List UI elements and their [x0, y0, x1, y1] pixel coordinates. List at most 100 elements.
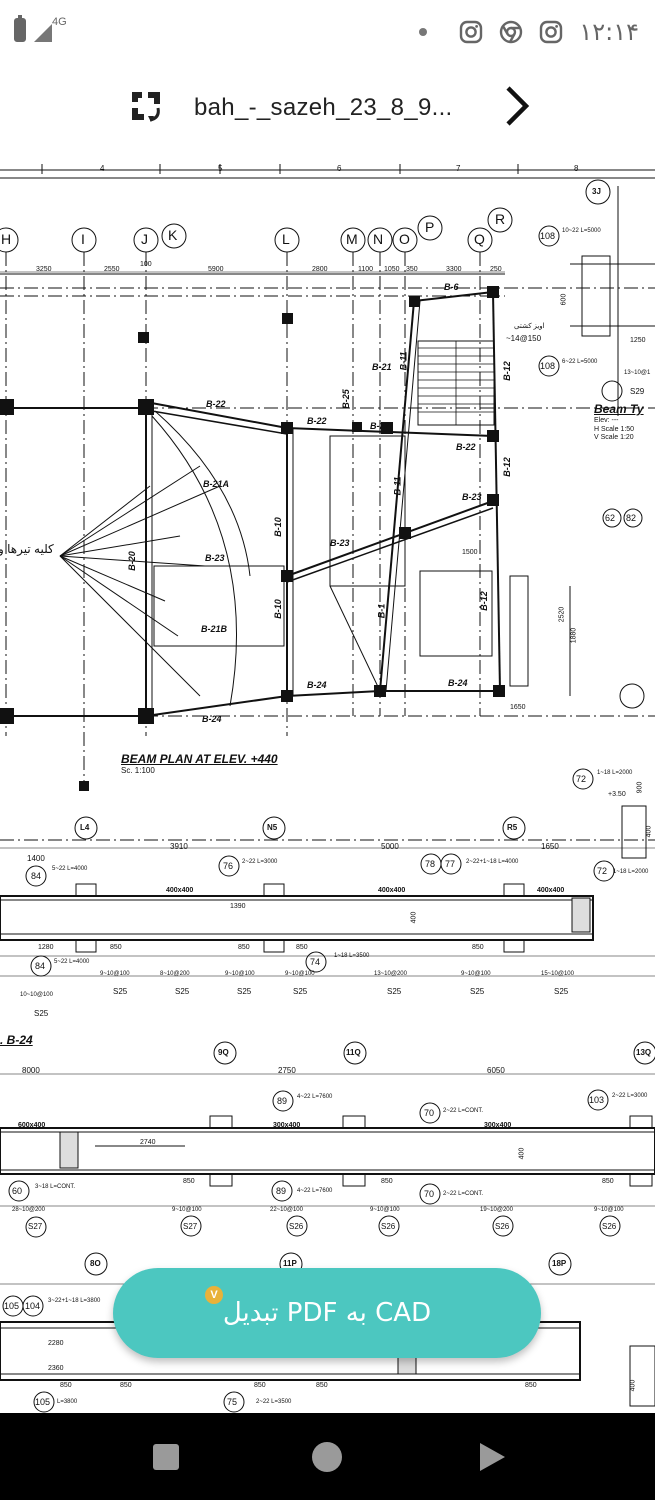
- stirrup-tag: S25: [387, 987, 402, 996]
- convert-icon[interactable]: [128, 88, 164, 124]
- axis-label: M: [346, 231, 358, 247]
- beam-type-title: Beam Ty: [594, 402, 644, 416]
- bar-mark: 104: [25, 1301, 41, 1311]
- beam-label: B-23: [205, 553, 225, 563]
- right-dim: 1880: [570, 627, 578, 644]
- stirrup-note: 15~10@100: [541, 971, 574, 977]
- stirrup-note: 13~10@200: [374, 971, 407, 977]
- bar-note: 2~22 L=CONT.: [443, 1108, 484, 1114]
- dimension-text: 350: [406, 266, 418, 273]
- bar-note: 4~22 L=7600: [297, 1188, 333, 1194]
- dimension-text: 2750: [278, 1066, 296, 1075]
- stirrup-tag: S25: [175, 987, 190, 996]
- stirrup-note: 22~10@100: [270, 1207, 303, 1213]
- dimension-text: 100: [140, 261, 152, 268]
- axis-label: R: [495, 211, 506, 227]
- dimension-text: 1100: [358, 266, 374, 273]
- beam-label: B-21B: [201, 624, 228, 634]
- detail-dim: 850: [120, 1382, 132, 1389]
- status-time: ۱۲:۱۴: [579, 18, 639, 46]
- beam-label: B-22: [456, 442, 476, 452]
- bar-mark: 74: [310, 957, 321, 967]
- bar-mark: 105: [4, 1301, 20, 1311]
- bar-note: 2~22 L=CONT.: [443, 1191, 484, 1197]
- axis-label: I: [81, 231, 85, 247]
- detail-dim: 850: [238, 944, 250, 951]
- status-bar: 4G ۱۲:۱۴: [0, 0, 655, 66]
- right-dim: +3.50: [608, 791, 626, 798]
- bar-mark: 77: [445, 859, 456, 869]
- axis-bubble: 11Q: [346, 1048, 361, 1057]
- drawing-svg: [0, 164, 655, 1413]
- axis-bubble: 13Q: [636, 1048, 652, 1057]
- bar-note: 2~22 L=3500: [256, 1399, 292, 1405]
- right-dim: 900: [636, 781, 644, 794]
- cad-drawing-canvas[interactable]: 4 5 6 7 8 H I J K L M N O P Q R 3250 255…: [0, 156, 655, 1413]
- chevron-right-icon[interactable]: [500, 84, 532, 128]
- beam-label: B-20: [126, 551, 137, 571]
- bar-note: 5~22 L=4000: [54, 959, 90, 965]
- file-title: bah_-_sazeh_23_8_9...: [194, 94, 453, 121]
- bar-note: L=3800: [57, 1399, 78, 1405]
- bar-mark: 89: [277, 1096, 288, 1106]
- beam-label: B-22: [307, 416, 327, 426]
- beam-label: B-11: [392, 476, 403, 496]
- stirrup-note: 9~10@100: [172, 1207, 202, 1213]
- right-mark: 108: [540, 231, 556, 241]
- beam-label: B-25: [340, 389, 351, 409]
- detail-dim: 2280: [48, 1340, 64, 1347]
- detail-dim: 850: [472, 944, 484, 951]
- plan-scale: Sc. 1:100: [121, 766, 155, 775]
- dimension-text: 2800: [312, 266, 328, 273]
- beam-label: B-24: [448, 678, 468, 688]
- right-dim: 1500: [462, 549, 478, 556]
- detail-dim: 850: [183, 1178, 195, 1185]
- stair-note: اویز کشتی: [514, 323, 545, 330]
- stirrup-note: 9~10@100: [370, 1207, 400, 1213]
- stirrup-tag: S26: [495, 1222, 510, 1231]
- recent-triangle-icon[interactable]: [476, 1441, 508, 1473]
- section-size: 600x400: [18, 1122, 46, 1129]
- bar-mark: 84: [31, 871, 42, 881]
- convert-button-label: تبدیل PDF به CAD: [222, 1298, 432, 1328]
- detail-dim: 1280: [38, 944, 54, 951]
- dimension-text: 3300: [446, 266, 462, 273]
- stirrup-note: 9~10@100: [285, 971, 315, 977]
- instagram-icon: [540, 20, 563, 44]
- signal-icon: 4G: [34, 16, 67, 42]
- section-size: 300x400: [273, 1122, 301, 1129]
- beam-label: B-12: [501, 457, 512, 477]
- home-circle-icon[interactable]: [311, 1441, 343, 1473]
- bar-mark: 89: [276, 1186, 287, 1196]
- axis-bubble: R5: [507, 823, 518, 832]
- dimension-text: 250: [490, 266, 502, 273]
- convert-pdf-to-cad-button[interactable]: V تبدیل PDF به CAD: [113, 1268, 541, 1358]
- bar-note: 1~18 L=3500: [334, 953, 370, 959]
- ruler-number: 8: [574, 164, 579, 173]
- dimension-text: 1050: [384, 266, 400, 273]
- beam-label: B-11: [398, 351, 409, 371]
- axis-label: P: [425, 219, 435, 235]
- bar-mark: 60: [12, 1186, 23, 1196]
- stirrup-tag: S26: [381, 1222, 396, 1231]
- vip-badge: V: [205, 1286, 223, 1304]
- beam-label: B-24: [202, 714, 222, 724]
- axis-label: K: [168, 227, 178, 243]
- axis-label: L: [282, 231, 290, 247]
- back-square-icon[interactable]: [150, 1441, 182, 1473]
- ruler-number: 6: [337, 164, 342, 173]
- right-note: 1~18 L=2000: [613, 869, 649, 875]
- bar-mark: 84: [35, 961, 46, 971]
- status-right: ۱۲:۱۴: [419, 18, 639, 46]
- bar-mark: 70: [424, 1108, 435, 1118]
- section-title: . B-24: [0, 1033, 33, 1047]
- detail-dim: 400: [629, 1379, 637, 1392]
- detail-dim: 850: [254, 1382, 266, 1389]
- right-mark: 62: [605, 513, 616, 523]
- section-size: 300x400: [484, 1122, 512, 1129]
- axis-label: O: [399, 231, 410, 247]
- bar-note: 5~22 L=4000: [52, 866, 88, 872]
- bar-note: 4~22 L=7600: [297, 1094, 333, 1100]
- right-mark: 72: [576, 774, 587, 784]
- dimension-text: 5000: [381, 842, 399, 851]
